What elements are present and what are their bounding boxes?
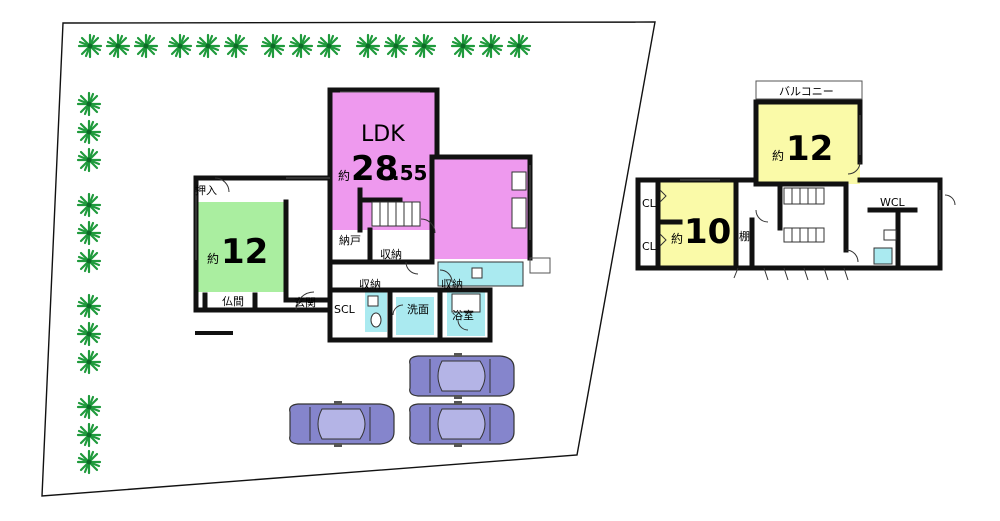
wcl-label: WCL bbox=[880, 196, 906, 209]
genkan-label: 玄関 bbox=[294, 295, 316, 309]
ldk-label: LDK bbox=[361, 122, 405, 147]
washitsu-size: 12 bbox=[221, 232, 268, 272]
staircase-icon bbox=[783, 187, 825, 243]
ldk-size-prefix: 約 bbox=[338, 168, 350, 183]
shuno-label-2: 収納 bbox=[359, 278, 381, 291]
ldk-size-dec: .55 bbox=[392, 161, 427, 185]
site-boundary bbox=[41, 21, 656, 497]
room10-size: 10 bbox=[684, 212, 731, 252]
ldk-size-int: 28 bbox=[351, 149, 398, 189]
oshiire-label: 押入 bbox=[195, 183, 217, 197]
wash-room bbox=[396, 297, 434, 335]
tana-label: 棚 bbox=[739, 229, 750, 243]
room10-size-prefix: 約 bbox=[671, 231, 683, 246]
room12 bbox=[756, 102, 860, 184]
yokushitsu-label: 浴室 bbox=[452, 308, 474, 322]
scl-label: SCL bbox=[334, 303, 356, 316]
floor1: LDK 約 28 .55 約 12 押入 仏間 納戸 収納 収納 収納 玄関 S… bbox=[193, 87, 551, 343]
shuno-label-1: 収納 bbox=[380, 248, 402, 261]
washitsu-room bbox=[196, 202, 286, 292]
staircase-icon bbox=[371, 201, 421, 227]
floor2: バルコニー 約 12 約 10 CL CL 棚 WCL bbox=[635, 80, 956, 281]
room12-size: 12 bbox=[786, 129, 833, 169]
senmen-label: 洗面 bbox=[407, 303, 429, 316]
cl-label-1: CL bbox=[642, 197, 657, 210]
room12-size-prefix: 約 bbox=[772, 148, 784, 163]
shuno-label-3: 収納 bbox=[441, 278, 463, 291]
cl-label-2: CL bbox=[642, 240, 657, 253]
washitsu-size-prefix: 約 bbox=[207, 251, 219, 266]
nando-label: 納戸 bbox=[339, 234, 361, 247]
car-icon bbox=[289, 352, 515, 448]
balcony bbox=[755, 80, 863, 100]
butsuma-label: 仏間 bbox=[222, 295, 244, 308]
balcony-label: バルコニー bbox=[779, 85, 834, 98]
